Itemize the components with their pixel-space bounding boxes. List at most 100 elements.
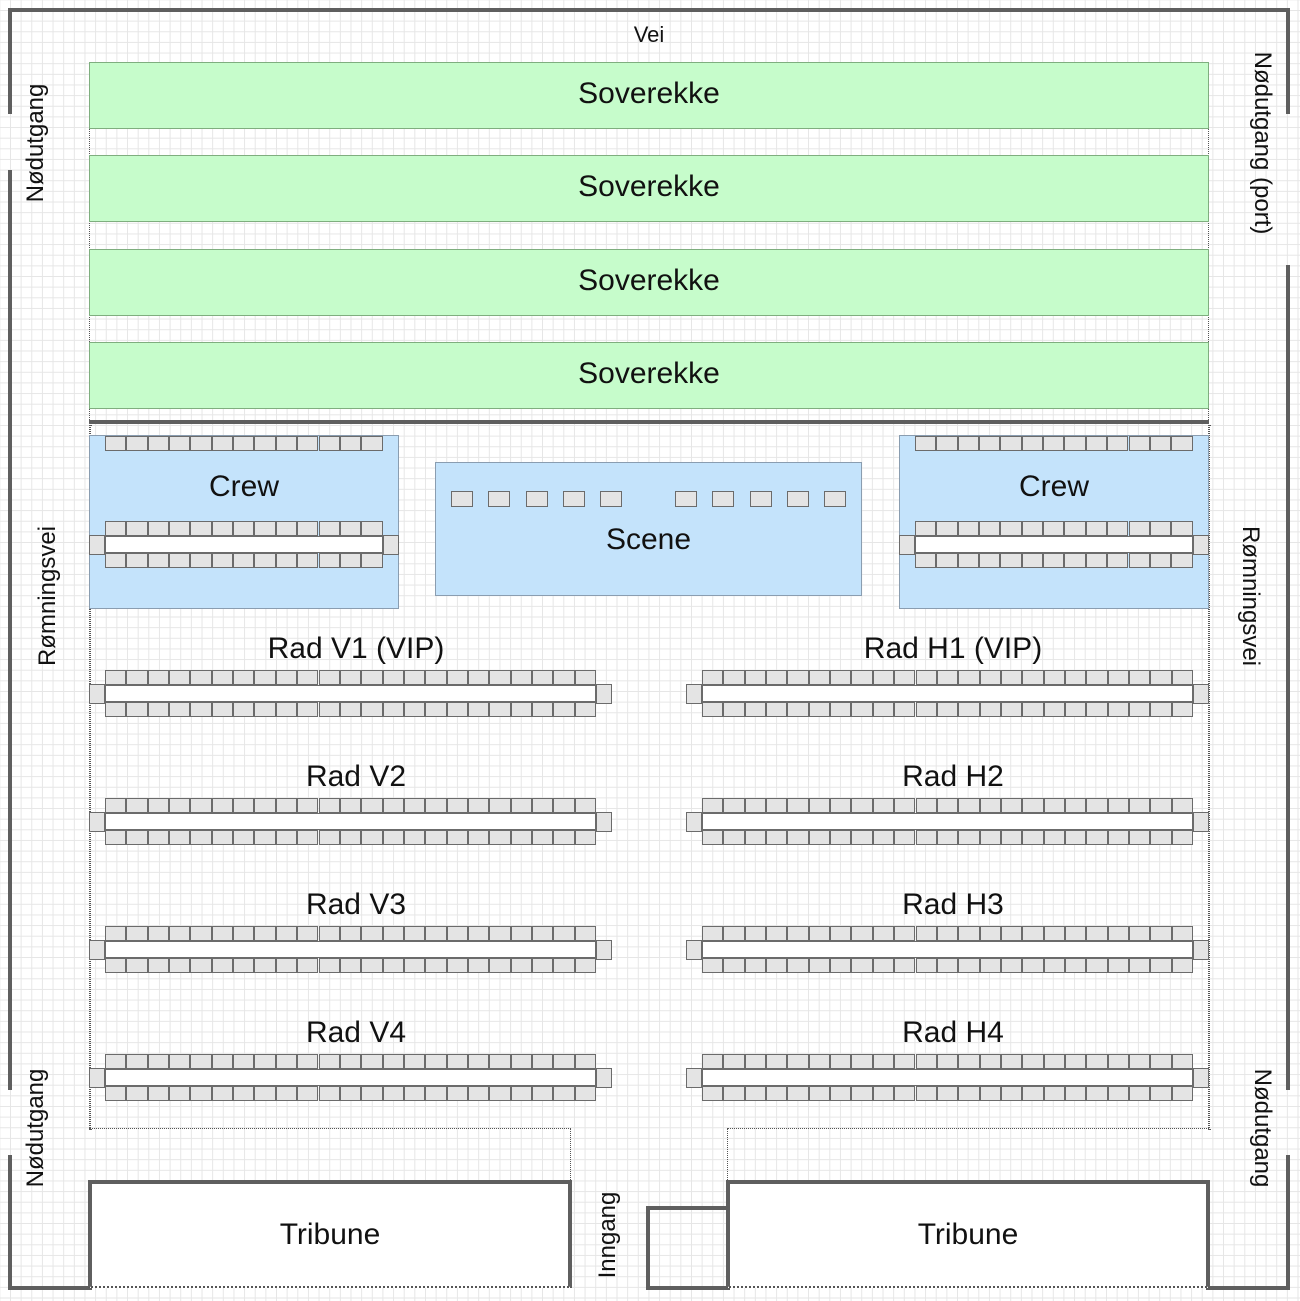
row-h3-seat — [894, 958, 916, 973]
row-h1-seat — [1064, 670, 1087, 685]
row-v1-seat — [446, 702, 468, 717]
row-h3-seat — [830, 926, 852, 941]
row-v3-seat — [467, 926, 490, 941]
crew-right-row-seat — [936, 553, 958, 568]
row-h4-seat — [1064, 1086, 1087, 1101]
row-h3-seat — [1064, 926, 1087, 941]
row-h1-seat — [1107, 670, 1129, 685]
row-h4-end-seat — [686, 1068, 702, 1088]
crew-right-back-seat — [1043, 436, 1065, 451]
crew-left-row-seat — [361, 553, 383, 568]
row-v2-seat — [574, 798, 597, 813]
row-h4-seat — [787, 1086, 809, 1101]
row-v2-seat — [510, 830, 532, 845]
crew-left-row-seat — [147, 553, 170, 568]
row-label-v4: Rad V4 — [305, 1016, 407, 1049]
row-h2-seat — [894, 798, 916, 813]
row-v1-seat — [425, 702, 447, 717]
row-v1-seat — [254, 670, 276, 685]
row-h3-seat — [744, 926, 767, 941]
row-h3-seat — [1086, 926, 1108, 941]
crew-left-back-seat — [147, 436, 170, 451]
row-h3-seat — [702, 926, 724, 941]
crew-right-row-seat — [957, 553, 980, 568]
row-v1-seat — [403, 702, 426, 717]
row-v4-seat — [147, 1054, 170, 1069]
row-v2-seat — [382, 830, 404, 845]
row-v4-seat — [339, 1086, 362, 1101]
crew-right-back-seat — [979, 436, 1001, 451]
row-h3-seat — [1000, 926, 1023, 941]
row-h2-seat — [723, 830, 745, 845]
row-h2-seat — [915, 798, 937, 813]
row-v2-seat — [467, 798, 490, 813]
row-v4-seat — [254, 1054, 276, 1069]
row-v4-seat — [532, 1054, 554, 1069]
row-v2-seat — [489, 798, 511, 813]
row-v3-seat — [254, 926, 276, 941]
crew-left-row-seat — [233, 553, 255, 568]
row-h2-seat — [851, 798, 873, 813]
row-v3-seat — [211, 926, 234, 941]
row-v3-seat — [233, 958, 255, 973]
row-v3-seat — [553, 926, 575, 941]
row-h1-seat — [1000, 670, 1023, 685]
row-h3-seat — [851, 926, 873, 941]
row-h3-seat — [1064, 958, 1087, 973]
row-v1-seat — [105, 670, 127, 685]
row-h3-seat — [915, 926, 937, 941]
row-h2-seat — [1150, 830, 1172, 845]
row-h3-seat — [1150, 958, 1172, 973]
crew-left-back-seat — [361, 436, 383, 451]
row-h2-seat — [1064, 830, 1087, 845]
crew-left-row-seat — [297, 553, 319, 568]
crew-label: Crew — [1018, 470, 1089, 503]
row-v1-seat — [105, 702, 127, 717]
row-h1-seat — [1129, 670, 1151, 685]
row-h2-seat — [1171, 798, 1194, 813]
wall-top — [8, 8, 1290, 12]
row-v2-end-seat — [596, 812, 613, 832]
crew-right-back-seat — [915, 436, 937, 451]
row-v1-end-seat — [596, 684, 613, 704]
crew-right-row-seat — [979, 553, 1001, 568]
row-h1-seat — [1000, 702, 1023, 717]
crew-right-row-seat — [979, 521, 1001, 536]
row-v3-seat — [190, 958, 212, 973]
crew-right-row-seat — [957, 521, 980, 536]
row-h1-seat — [936, 670, 959, 685]
row-h4-end-seat — [1193, 1068, 1210, 1088]
row-v3-seat — [233, 926, 255, 941]
row-h3-seat — [915, 958, 937, 973]
crew-right-back-seat — [1000, 436, 1022, 451]
row-v4-seat — [275, 1054, 298, 1069]
tribune-label: Tribune — [279, 1218, 381, 1251]
row-v1-seat — [275, 670, 298, 685]
row-v2-seat — [233, 830, 255, 845]
crew-left-row-seat — [105, 553, 127, 568]
row-v3-seat — [574, 958, 597, 973]
row-h2-seat — [936, 798, 959, 813]
row-v3-end-seat — [89, 940, 105, 960]
row-h3-seat — [1129, 958, 1151, 973]
row-h3-end-seat — [686, 940, 702, 960]
row-h3-seat — [979, 926, 1001, 941]
row-v4-seat — [361, 1054, 383, 1069]
row-h3-seat — [958, 958, 980, 973]
row-h1-seat — [979, 670, 1001, 685]
wall-right-upper — [1286, 8, 1290, 114]
row-h2-seat — [723, 798, 745, 813]
row-h4-seat — [936, 1054, 959, 1069]
row-h2-seat — [1171, 830, 1194, 845]
hall-outline-right — [1208, 425, 1210, 1130]
crew-right-back-seat — [957, 436, 980, 451]
row-h1-seat — [744, 670, 767, 685]
crew-left-back-seat — [190, 436, 212, 451]
crew-left-back-seat — [297, 436, 319, 451]
row-h4-seat — [1000, 1054, 1023, 1069]
row-v3-seat — [297, 958, 319, 973]
hall-outline-left — [89, 425, 91, 1130]
stage-equipment — [712, 491, 734, 507]
row-h3-seat — [1107, 926, 1129, 941]
wall-left-lower — [8, 1155, 12, 1290]
